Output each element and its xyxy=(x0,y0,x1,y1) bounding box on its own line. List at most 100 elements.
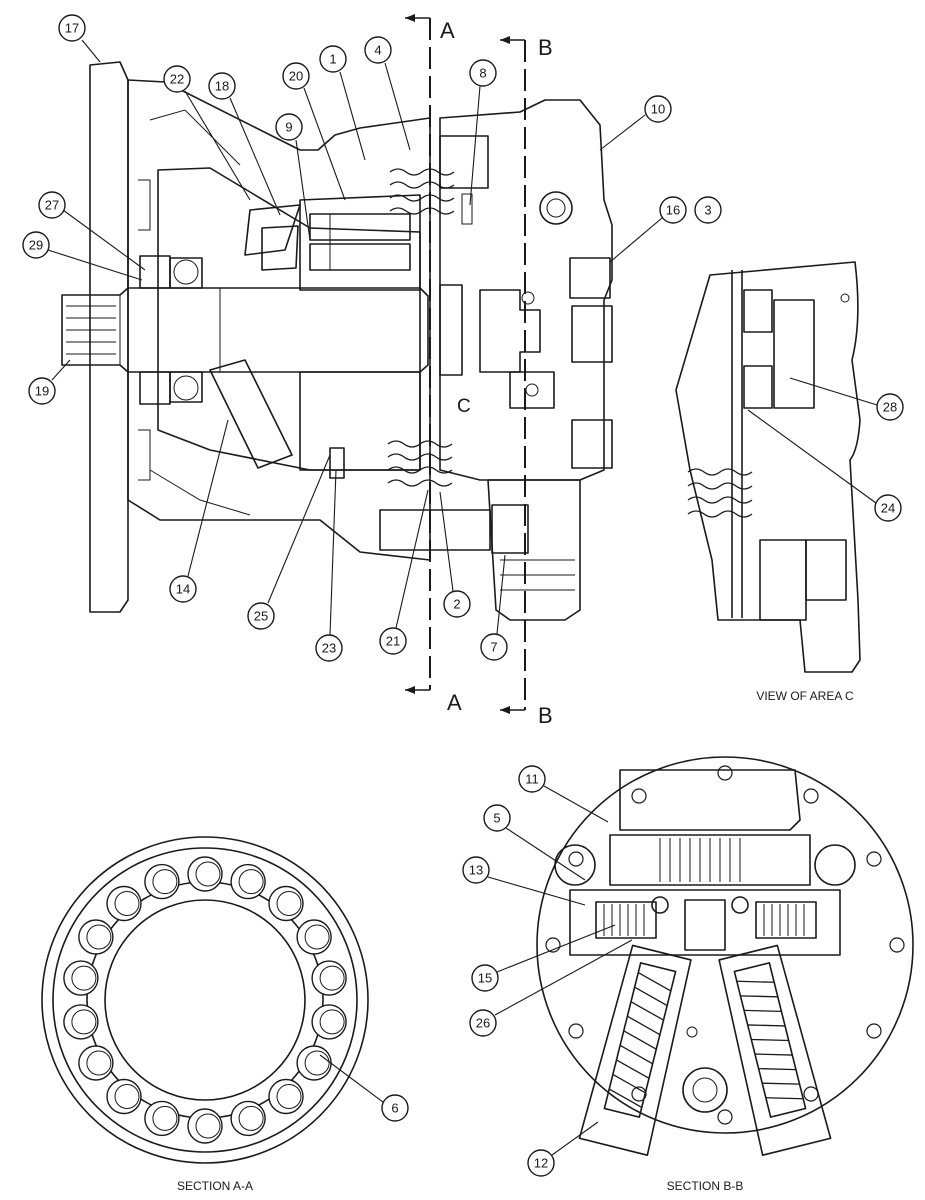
callout-circle xyxy=(315,634,343,662)
bolt-hole xyxy=(631,788,647,804)
section-lines: A A B B C xyxy=(405,14,553,728)
callout-17: 17 xyxy=(58,14,86,42)
piston-bore xyxy=(63,960,99,996)
piston xyxy=(195,1113,221,1139)
callout-label: 6 xyxy=(391,1101,398,1116)
area-c-view-title: VIEW OF AREA C xyxy=(756,689,854,703)
callout-23: 23 xyxy=(315,634,343,662)
callout-3: 3 xyxy=(694,196,722,224)
bolt-hole xyxy=(717,1109,733,1125)
area-c-detail-view: VIEW OF AREA C xyxy=(675,261,861,703)
flange-bolt-holes xyxy=(545,765,905,1125)
bolt-hole xyxy=(803,788,819,804)
callout-circle xyxy=(275,113,303,141)
piston xyxy=(238,869,264,895)
callout-label: 27 xyxy=(45,198,59,213)
piston xyxy=(71,1009,97,1035)
callout-circle xyxy=(38,191,66,219)
piston xyxy=(238,1105,264,1131)
piston xyxy=(304,1050,330,1076)
section-b-label-bottom: B xyxy=(538,703,553,728)
callout-label: 15 xyxy=(478,971,492,986)
piston-bore xyxy=(268,885,304,922)
callout-5: 5 xyxy=(483,804,511,832)
bolt-hole xyxy=(568,851,584,867)
piston xyxy=(152,1105,178,1131)
bolt-hole xyxy=(568,1023,584,1039)
piston-bore xyxy=(144,863,180,900)
piston-bore xyxy=(311,960,347,996)
callout-label: 5 xyxy=(493,811,500,826)
callout-circle xyxy=(381,1094,409,1122)
piston-bore xyxy=(230,863,266,900)
callout-circle xyxy=(58,14,86,42)
callout-circle xyxy=(469,1009,497,1037)
callout-leaders xyxy=(47,39,878,1156)
piston-bore xyxy=(106,885,142,922)
callout-2: 2 xyxy=(443,590,471,618)
callout-1: 1 xyxy=(319,45,347,73)
callout-label: 13 xyxy=(469,863,483,878)
piston-bore xyxy=(78,919,114,955)
callout-29: 29 xyxy=(22,231,50,259)
callout-circle xyxy=(364,36,392,64)
callout-25: 25 xyxy=(247,602,275,630)
callout-circle xyxy=(469,59,497,87)
callout-label: 24 xyxy=(881,501,895,516)
piston xyxy=(114,891,140,916)
piston-bore xyxy=(268,1078,304,1115)
callout-22: 22 xyxy=(163,65,191,93)
section-a-label-top: A xyxy=(440,18,455,43)
piston xyxy=(114,1084,140,1109)
callout-16: 16 xyxy=(659,196,687,224)
callout-label: 18 xyxy=(215,79,229,94)
callout-15: 15 xyxy=(471,964,499,992)
callout-circle xyxy=(28,377,56,405)
section-b-b-view: SECTION B-B xyxy=(536,756,914,1193)
callout-13: 13 xyxy=(462,856,490,884)
callout-circle xyxy=(471,964,499,992)
section-a-a-view: SECTION A-A xyxy=(41,836,369,1193)
callout-label: 3 xyxy=(704,203,711,218)
callout-label: 1 xyxy=(329,52,336,67)
callout-circle xyxy=(527,1149,555,1177)
callout-11: 11 xyxy=(518,765,546,793)
callout-circle xyxy=(163,65,191,93)
callout-label: 28 xyxy=(883,400,897,415)
piston-bore xyxy=(187,856,223,892)
piston xyxy=(276,1084,302,1109)
piston xyxy=(195,861,221,887)
callout-20: 20 xyxy=(282,62,310,90)
piston xyxy=(319,965,345,991)
piston xyxy=(304,924,330,950)
piston xyxy=(86,924,112,950)
callout-9: 9 xyxy=(275,113,303,141)
piston-bore xyxy=(230,1100,266,1137)
callout-circle xyxy=(22,231,50,259)
piston xyxy=(276,891,302,916)
callout-label: 20 xyxy=(289,69,303,84)
section-a-label-bottom: A xyxy=(447,690,462,715)
bolt-hole xyxy=(889,937,905,953)
callout-label: 23 xyxy=(322,641,336,656)
section-b-view-title: SECTION B-B xyxy=(667,1179,744,1193)
callout-circle xyxy=(483,804,511,832)
callout-label: 22 xyxy=(170,72,184,87)
callout-circle xyxy=(379,627,407,655)
callout-label: 11 xyxy=(525,772,539,787)
piston-bore xyxy=(144,1100,180,1137)
callout-circle xyxy=(644,95,672,123)
callout-circle xyxy=(319,45,347,73)
callout-label: 19 xyxy=(35,384,49,399)
callout-12: 12 xyxy=(527,1149,555,1177)
section-a-view-title: SECTION A-A xyxy=(177,1179,253,1193)
piston-bore xyxy=(311,1004,347,1040)
bolt-hole xyxy=(717,765,733,781)
callout-circle xyxy=(443,590,471,618)
piston xyxy=(71,965,97,991)
piston-bore xyxy=(63,1004,99,1040)
callout-circle xyxy=(282,62,310,90)
callout-14: 14 xyxy=(169,575,197,603)
callout-label: 21 xyxy=(386,634,400,649)
bolt-hole xyxy=(866,1023,882,1039)
